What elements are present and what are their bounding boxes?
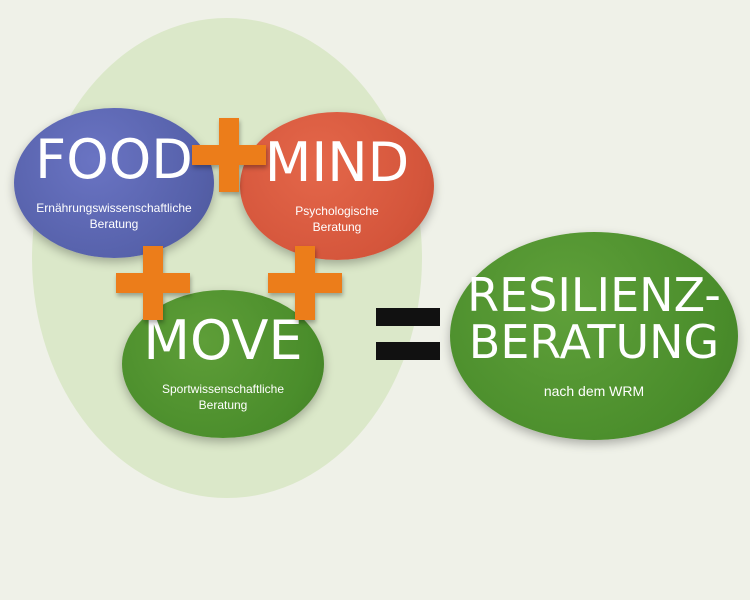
move-title: MOVE [143, 309, 303, 373]
resilienz-title-line2: BERATUNG [468, 314, 720, 369]
mind-subtitle: Psychologische Beratung [295, 204, 379, 234]
resilienz-title-line1: RESILIENZ- [467, 267, 721, 322]
move-subtitle: Sportwissenschaftliche Beratung [161, 382, 285, 412]
plus-icon [192, 118, 266, 192]
food-ellipse: FOOD Ernährungswissenschaftliche Beratun… [14, 108, 214, 258]
resilienz-ellipse: RESILIENZ- BERATUNG nach dem WRM [450, 232, 738, 440]
equals-icon [376, 304, 440, 364]
plus-icon [268, 246, 342, 320]
plus-icon [116, 246, 190, 320]
resilienz-subtitle: nach dem WRM [543, 383, 645, 400]
mind-title: MIND [264, 131, 410, 195]
food-title: FOOD [35, 128, 193, 192]
mind-ellipse: MIND Psychologische Beratung [240, 112, 434, 260]
food-subtitle: Ernährungswissenschaftliche Beratung [36, 201, 192, 231]
